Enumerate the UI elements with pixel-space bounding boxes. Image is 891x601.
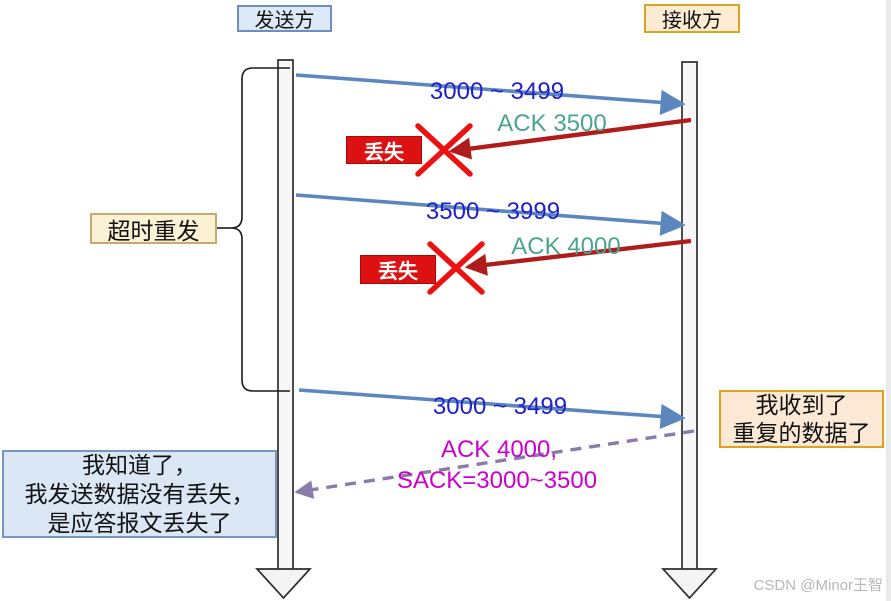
receiver-thought-line-2: 重复的数据了	[732, 420, 871, 446]
data-arrow-1	[295, 73, 686, 115]
sender-lifeline	[255, 59, 312, 600]
cross-mark-2	[427, 241, 485, 295]
sack-arrow-dashed	[294, 429, 695, 499]
sender-thought-line-2: 我发送数据没有丢失，	[24, 480, 255, 507]
sender-thought-box: 我知道了， 我发送数据没有丢失， 是应答报文丢失了	[2, 450, 277, 538]
message-label-data-1: 3000 ~ 3499	[429, 78, 565, 105]
data-arrow-3-retransmit	[298, 388, 686, 430]
message-label-sack-line2: SACK=3000~3500	[396, 467, 598, 494]
message-label-sack-line1: ACK 4000,	[440, 436, 558, 463]
sender-lifeline-arrowhead-icon	[255, 568, 312, 600]
watermark-text: CSDN @Minor王智	[753, 577, 883, 594]
timeout-retransmit-box: 超时重发	[90, 213, 217, 244]
lost-badge-2-label: 丢失	[378, 261, 418, 283]
ack-arrow-1-lost	[448, 117, 692, 160]
receiver-actor-box: 接收方	[644, 4, 740, 33]
timeout-retransmit-label: 超时重发	[107, 217, 200, 244]
data-arrow-2	[295, 193, 686, 236]
message-label-data-3: 3000 ~ 3499	[432, 393, 568, 420]
receiver-actor-label: 接收方	[662, 10, 722, 32]
receiver-thought-line-1: 我收到了	[755, 392, 848, 418]
sender-actor-box: 发送方	[237, 5, 332, 32]
lost-badge-1-label: 丢失	[364, 141, 404, 164]
lost-badge-1: 丢失	[346, 136, 422, 164]
sender-thought-line-3: 是应答报文丢失了	[47, 509, 232, 536]
message-label-ack-1: ACK 3500	[497, 110, 607, 137]
cross-mark-1	[415, 123, 473, 177]
right-edge-strip	[886, 0, 891, 601]
message-label-data-2: 3500 ~ 3999	[425, 198, 561, 225]
message-label-ack-2: ACK 4000	[511, 233, 621, 260]
receiver-lifeline	[661, 61, 718, 600]
receiver-thought-box: 我收到了 重复的数据了	[719, 390, 884, 448]
receiver-lifeline-arrowhead-icon	[661, 568, 718, 600]
lost-badge-2: 丢失	[360, 255, 436, 284]
ack-arrow-2-lost	[464, 238, 692, 276]
sender-thought-line-1: 我知道了，	[82, 451, 197, 478]
sender-actor-label: 发送方	[254, 10, 315, 32]
